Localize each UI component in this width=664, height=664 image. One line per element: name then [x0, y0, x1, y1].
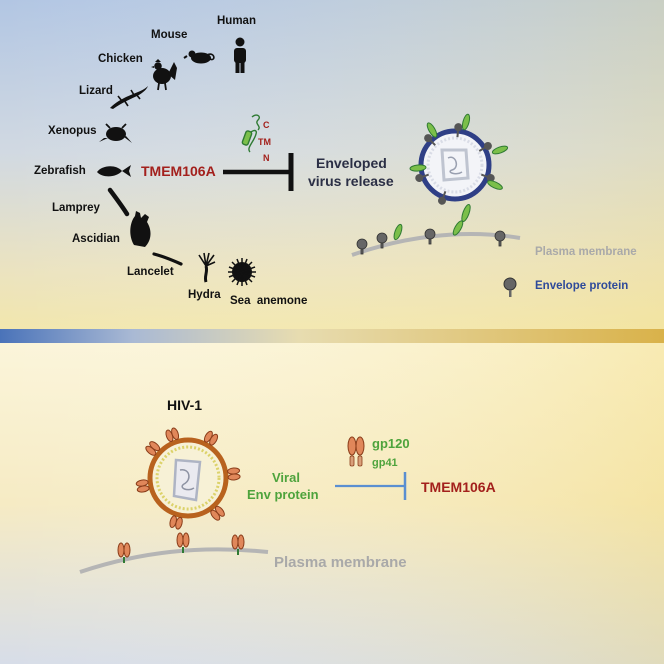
species-label-hydra: Hydra	[188, 289, 221, 301]
species-label-xenopus: Xenopus	[48, 125, 97, 137]
gp120-gp41-icon	[347, 436, 365, 467]
virus-envelope-protein-icons	[409, 113, 509, 223]
tmem106a-topology-icon	[241, 114, 260, 153]
inhibition-arrow-bottom	[335, 472, 407, 500]
ascidian-icon	[130, 211, 151, 247]
plasma-membrane-label-top: Plasma membrane	[535, 246, 637, 258]
lizard-icon	[110, 86, 148, 109]
gene-label-bottom: TMEM106A	[421, 479, 496, 495]
membrane-env-proteins-bottom	[117, 532, 245, 563]
human-icon	[234, 37, 246, 73]
plasma-membrane-label-bottom: Plasma membrane	[274, 554, 407, 571]
sea-anemone-icon	[228, 258, 256, 286]
zebrafish-icon	[97, 165, 131, 177]
env-label-line2: Env protein	[247, 487, 319, 502]
domain-label-tm: TM	[258, 137, 271, 147]
inhibition-arrow-top	[223, 153, 294, 191]
hiv-label: HIV-1	[167, 397, 203, 413]
hiv-env-spikes	[135, 427, 241, 530]
outcome-line1: Enveloped	[316, 155, 387, 171]
chicken-icon	[151, 59, 177, 91]
membrane-envelope-proteins-top	[356, 220, 506, 255]
gp120-label: gp120	[372, 436, 410, 451]
species-label-human: Human	[217, 15, 256, 27]
species-label-lamprey: Lamprey	[52, 202, 100, 214]
gene-label-top: TMEM106A	[141, 163, 216, 179]
env-label-line1: Viral	[272, 470, 300, 485]
species-label-ascidian: Ascidian	[72, 233, 120, 245]
hydra-icon	[198, 252, 216, 283]
domain-label-n: N	[263, 153, 270, 163]
mouse-icon	[183, 50, 215, 64]
species-label-chicken: Chicken	[98, 53, 143, 65]
outcome-line2: virus release	[308, 173, 394, 189]
species-label-lancelet: Lancelet	[127, 266, 174, 278]
species-label-mouse: Mouse	[151, 29, 188, 41]
envelope-protein-legend-icon	[503, 277, 517, 297]
species-label-zebrafish: Zebrafish	[34, 165, 86, 177]
species-label-lizard: Lizard	[79, 85, 113, 97]
hiv-virion-icon	[147, 437, 229, 519]
xenopus-icon	[99, 123, 132, 143]
plasma-membrane-bottom	[79, 547, 269, 574]
gp41-label: gp41	[372, 457, 398, 469]
domain-label-c: C	[263, 120, 270, 130]
species-label-sea-anemone: Sea anemone	[230, 295, 308, 307]
lancelet-icon	[152, 252, 183, 266]
panel-divider-band	[0, 329, 664, 343]
lamprey-icon	[107, 187, 130, 217]
envelope-protein-label: Envelope protein	[535, 280, 629, 292]
